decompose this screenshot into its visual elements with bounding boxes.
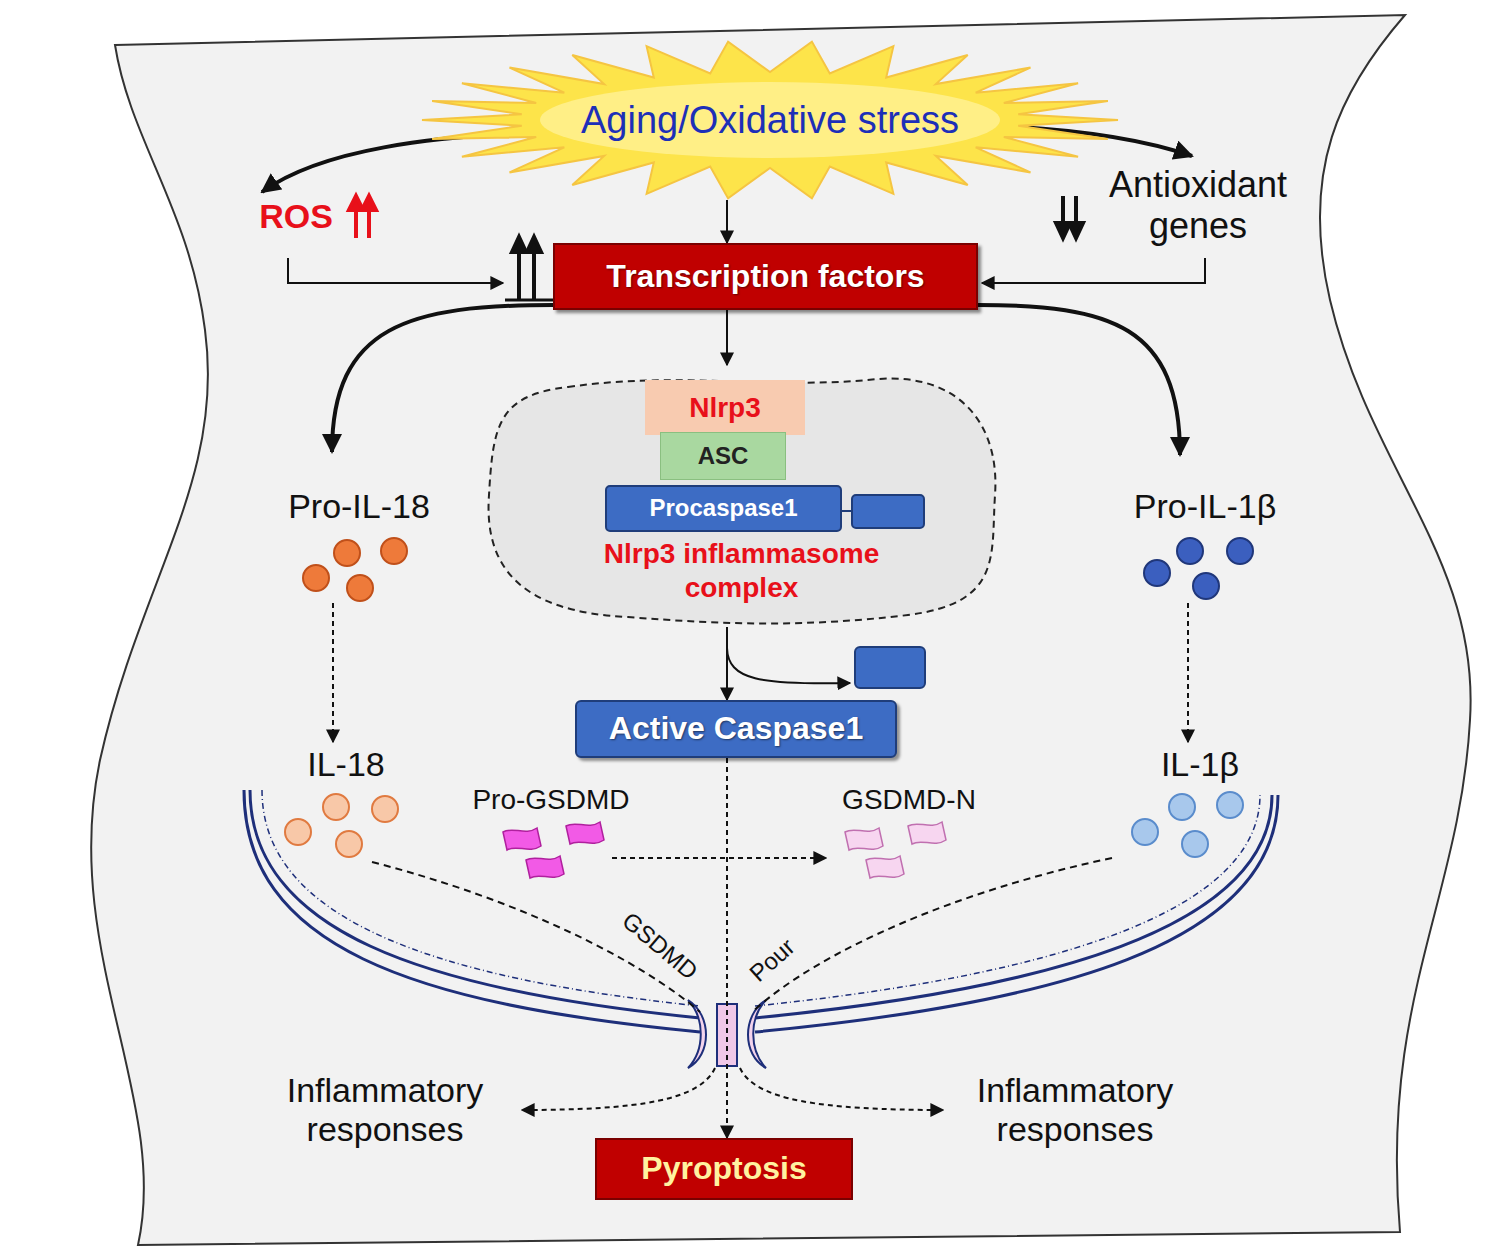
dashed-arrow bbox=[612, 857, 826, 859]
elbow-arrow bbox=[288, 258, 503, 283]
node-text: ASC bbox=[698, 443, 749, 470]
starburst bbox=[422, 42, 1118, 199]
node-box: ASC bbox=[660, 432, 786, 480]
node-box: Active Caspase1 bbox=[575, 700, 897, 758]
arc-arrow bbox=[262, 132, 560, 192]
node-text: Pyroptosis bbox=[641, 1151, 806, 1187]
gsdmd-shapes bbox=[503, 822, 946, 878]
cell-membrane bbox=[244, 790, 1278, 1032]
gsdmd-piece bbox=[908, 822, 946, 844]
gsdmd-piece bbox=[503, 828, 541, 850]
text-label: Pro-IL-1β bbox=[1134, 487, 1276, 526]
dashed-arrow bbox=[522, 1068, 715, 1110]
baseline bbox=[505, 299, 553, 302]
node-box: Pyroptosis bbox=[595, 1138, 853, 1200]
gsdmd-piece bbox=[866, 856, 904, 878]
dashed-arrow bbox=[1187, 603, 1189, 742]
text-label: Inflammatory responses bbox=[260, 1071, 510, 1149]
text-label: Inflammatory responses bbox=[950, 1071, 1200, 1149]
text-label: GSDMD-N bbox=[842, 784, 976, 816]
cloud-outline bbox=[489, 379, 996, 624]
elbow-arrow bbox=[982, 258, 1205, 283]
text-label: ROS bbox=[259, 197, 333, 236]
gsdmd-piece bbox=[845, 828, 883, 850]
text-label: Pro-IL-18 bbox=[288, 487, 430, 526]
text-label: Antioxidant genes bbox=[1078, 164, 1318, 247]
gsdmd-piece bbox=[526, 856, 564, 878]
pro-domain bbox=[852, 495, 924, 528]
increase-arrows bbox=[512, 237, 541, 300]
node-text: Active Caspase1 bbox=[609, 711, 863, 747]
flow-arrow bbox=[726, 310, 728, 365]
node-box: Procaspase1 bbox=[605, 485, 842, 532]
text-label: IL-18 bbox=[307, 745, 385, 784]
flow-arrow bbox=[726, 758, 728, 1138]
decrease-arrows bbox=[1056, 196, 1083, 238]
node-box: Nlrp3 bbox=[645, 380, 805, 435]
node-text: Nlrp3 inflammasome complex bbox=[577, 537, 907, 604]
node-text: Nlrp3 bbox=[689, 392, 761, 423]
dashed-arrow bbox=[332, 603, 334, 742]
curved-arrow bbox=[978, 305, 1180, 455]
pro-il18-dots bbox=[303, 538, 407, 601]
flow-arrow bbox=[726, 627, 728, 700]
dashed-arrow bbox=[740, 1068, 943, 1110]
gsdmd-piece bbox=[566, 822, 604, 844]
node-box: Aging/Oxidative stress bbox=[420, 40, 1120, 200]
dashed-line bbox=[752, 858, 1112, 1012]
cleavage-arrow bbox=[727, 648, 850, 683]
increase-arrows bbox=[349, 196, 376, 238]
il18-dots bbox=[285, 794, 398, 857]
text-label: Pro-GSDMD bbox=[472, 784, 629, 816]
cleaved-fragment bbox=[855, 647, 925, 688]
text-label: IL-1β bbox=[1161, 745, 1239, 784]
node-text: Transcription factors bbox=[606, 259, 924, 295]
starburst-glow bbox=[540, 82, 1000, 158]
cell-outline bbox=[91, 15, 1471, 1245]
node-text: Aging/Oxidative stress bbox=[581, 99, 959, 142]
il1b-dots bbox=[1132, 792, 1243, 857]
node-box: Transcription factors bbox=[553, 243, 978, 310]
node-box: Nlrp3 inflammasome complex Nlrp3ASC Procas… bbox=[478, 365, 1005, 627]
flow-arrow bbox=[726, 200, 728, 243]
pro-il1b-dots bbox=[1144, 538, 1253, 599]
node-text: Procaspase1 bbox=[649, 495, 797, 522]
domain-link bbox=[842, 510, 852, 512]
